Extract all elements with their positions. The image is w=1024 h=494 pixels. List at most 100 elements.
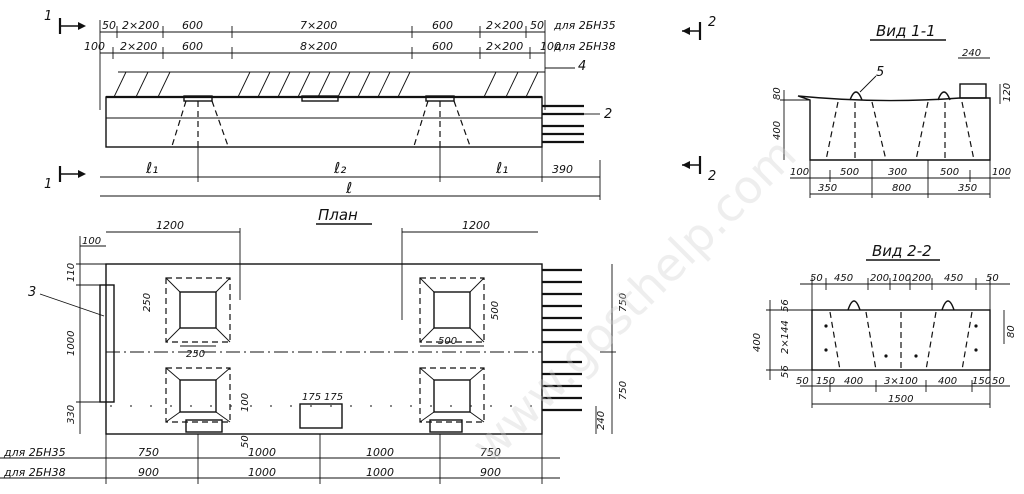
dim-text: 900 xyxy=(480,466,501,479)
dim-1200-left: 1200 xyxy=(156,219,184,232)
section-mark-1-bottom: 1 xyxy=(44,166,86,192)
view22-sockets xyxy=(829,311,973,371)
plan-bottom-dims: для 2БН35 для 2БН38 750 1000 1000 750 90… xyxy=(0,434,560,484)
dim-100: 100 xyxy=(82,236,101,247)
dim-56-top: 56 xyxy=(780,299,791,312)
stirrup-ticks xyxy=(113,71,539,98)
protruding-rebars xyxy=(542,104,584,144)
dim-text: 50 xyxy=(530,19,544,32)
watermark: www.gosthelp.com xyxy=(461,127,807,473)
dim-text: 900 xyxy=(138,466,159,479)
loop-left xyxy=(847,300,861,311)
row-label-2bn35: для 2БН35 xyxy=(553,19,616,32)
dim-text: 1000 xyxy=(248,446,276,459)
view-2-2-title: Вид 2-2 xyxy=(872,242,932,260)
span-l1-right: ℓ₁ xyxy=(495,159,508,177)
dim-text: 3×100 xyxy=(884,376,918,387)
callout-5: 5 xyxy=(876,65,884,80)
dim-750-top: 750 xyxy=(618,293,629,312)
dim-400: 400 xyxy=(752,333,763,352)
dim-100-small: 100 xyxy=(240,393,251,412)
elevation-view: 1 1 50 2×200 600 7×200 600 2×200 50 xyxy=(44,9,716,200)
dim-175-b: 175 xyxy=(324,392,343,403)
dim-text: 800 xyxy=(892,183,911,194)
slab-outline xyxy=(105,263,543,435)
dim-175-a: 175 xyxy=(302,392,321,403)
dim-56-bottom: 56 xyxy=(780,365,791,378)
dim-120: 120 xyxy=(1002,83,1013,102)
dim-text: 600 xyxy=(432,19,453,32)
dim-total-1500: 1500 xyxy=(888,394,913,405)
total-length-l: ℓ xyxy=(345,179,352,197)
row-label-2bn38: для 2БН38 xyxy=(553,40,616,53)
loop-left xyxy=(849,91,863,101)
dim-500-h: 500 xyxy=(438,336,457,347)
section-mark-2-top: 2 xyxy=(682,15,716,40)
leader-line xyxy=(39,293,105,317)
plan-view: План 1200 1200 100 110 1000 330 3 xyxy=(0,206,629,484)
span-l1-left: ℓ₁ xyxy=(145,159,158,177)
dim-text: 200 xyxy=(912,273,931,284)
dim-text: 600 xyxy=(182,19,203,32)
dim-text: 1000 xyxy=(366,446,394,459)
dim-text: 400 xyxy=(844,376,863,387)
row-label-2bn35: для 2БН35 xyxy=(3,446,66,459)
dim-text: 50 xyxy=(796,376,809,387)
plan-protruding-rebars xyxy=(542,268,582,412)
dim-330: 330 xyxy=(66,405,77,424)
dim-text: 150 xyxy=(816,376,835,387)
dim-text: 400 xyxy=(938,376,957,387)
dim-text: 350 xyxy=(818,183,837,194)
callout-3: 3 xyxy=(28,285,36,300)
section-outline xyxy=(811,309,991,371)
plan-title: План xyxy=(318,206,358,224)
dim-text: 1000 xyxy=(366,466,394,479)
dim-text: 750 xyxy=(480,446,501,459)
dim-text: 8×200 xyxy=(300,40,337,53)
dim-text: 50 xyxy=(102,19,116,32)
dim-text: 600 xyxy=(432,40,453,53)
dim-text: 50 xyxy=(810,273,823,284)
dim-text: 750 xyxy=(138,446,159,459)
dim-500-v: 500 xyxy=(490,301,501,320)
view22-rebar-dots xyxy=(824,324,978,358)
dim-text: 600 xyxy=(182,40,203,53)
dim-250-v: 250 xyxy=(142,293,153,312)
dim-text: 100 xyxy=(790,167,809,178)
end-390: 390 xyxy=(552,163,573,176)
dim-text: 100 xyxy=(892,273,911,284)
callout-4: 4 xyxy=(578,59,586,74)
dim-text: 100 xyxy=(992,167,1011,178)
section-mark-1-label: 1 xyxy=(44,9,52,24)
dim-text: 1000 xyxy=(248,466,276,479)
section-mark-2-label: 2 xyxy=(708,15,716,30)
section-mark-2-label: 2 xyxy=(708,169,716,184)
view-1-1-title: Вид 1-1 xyxy=(876,22,936,40)
dim-text: 100 xyxy=(540,40,561,53)
dim-text: 100 xyxy=(84,40,105,53)
dim-text: 200 xyxy=(870,273,889,284)
dim-250-h: 250 xyxy=(186,349,205,360)
dim-text: 7×200 xyxy=(300,19,337,32)
view11-bottom-dims: 100 500 300 500 100 350 800 350 xyxy=(790,160,1011,198)
view-1-1: Вид 1-1 240 5 80 400 120 xyxy=(772,22,1013,198)
section-outline xyxy=(797,95,991,161)
section-mark-1-top: 1 xyxy=(44,9,86,34)
dim-text: 50 xyxy=(986,273,999,284)
elevation-dim-row-1: 50 2×200 600 7×200 600 2×200 50 для 2БН3… xyxy=(99,19,616,110)
beam-body xyxy=(105,96,543,148)
dim-text: 2×200 xyxy=(120,40,157,53)
dim-text: 500 xyxy=(840,167,859,178)
view-2-2: Вид 2-2 50 450 200 100 200 450 50 xyxy=(752,242,1017,408)
dim-1200-right: 1200 xyxy=(462,219,490,232)
section-mark-1-label: 1 xyxy=(44,177,52,192)
dim-750-bottom: 750 xyxy=(618,381,629,400)
view22-top-dims: 50 450 200 100 200 450 50 xyxy=(800,273,1010,310)
dim-text: 2×200 xyxy=(486,19,523,32)
section-mark-2-bottom: 2 xyxy=(682,156,716,184)
loop-right xyxy=(937,91,951,101)
dim-1000: 1000 xyxy=(66,331,77,356)
socket-plan-top-left xyxy=(165,277,231,343)
dim-text: 50 xyxy=(992,376,1005,387)
